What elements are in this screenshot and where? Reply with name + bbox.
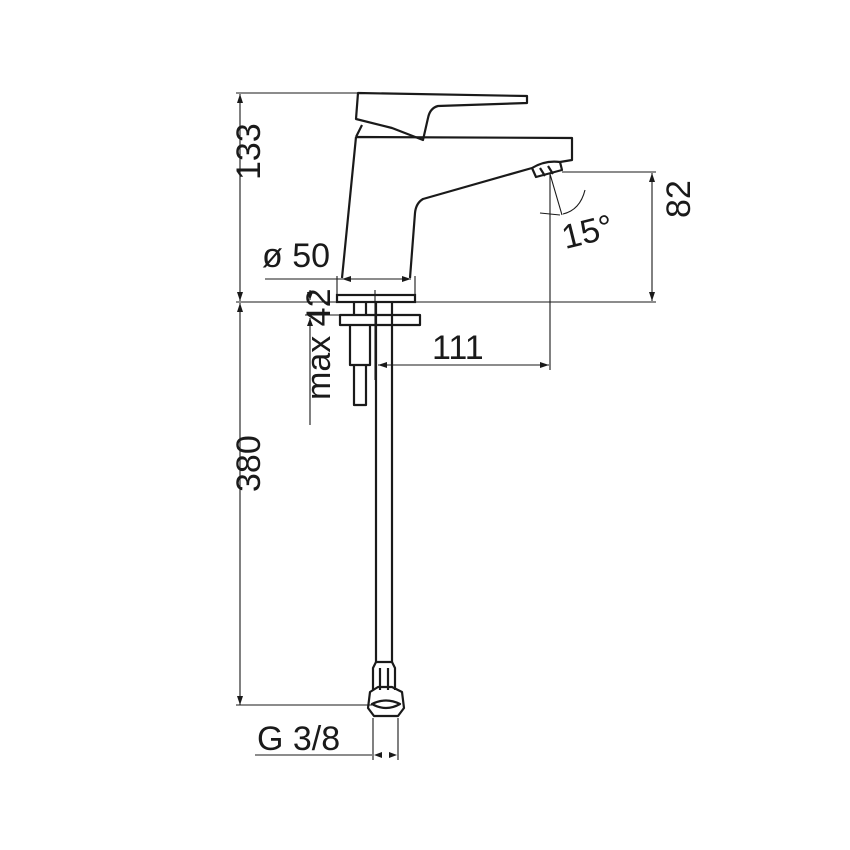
faucet-outline <box>335 91 574 718</box>
mounting-stud <box>348 302 372 407</box>
base-plate <box>335 293 417 304</box>
label-g38: G 3/8 <box>257 720 340 758</box>
flexible-hose <box>374 302 394 662</box>
spout-extension-line <box>549 171 656 370</box>
label-111: 111 <box>432 329 484 367</box>
dim-15-angle <box>539 173 586 216</box>
dimension-lines <box>236 92 656 760</box>
label-133: 133 <box>230 123 268 180</box>
label-max42: max 42 <box>300 289 338 401</box>
label-diameter-50: ø 50 <box>262 237 330 275</box>
dim-g38 <box>255 718 399 760</box>
handle-joint <box>355 124 363 138</box>
mounting-washer <box>338 313 422 327</box>
label-380: 380 <box>230 435 268 492</box>
faucet-body <box>340 135 574 279</box>
label-15-degree: 15° <box>558 208 617 257</box>
lever-handle <box>354 91 529 142</box>
aerator <box>530 161 564 179</box>
hose-nut <box>366 685 406 718</box>
dim-50-leader <box>265 276 416 302</box>
hose-ferrule <box>371 660 397 690</box>
label-82: 82 <box>660 180 698 218</box>
